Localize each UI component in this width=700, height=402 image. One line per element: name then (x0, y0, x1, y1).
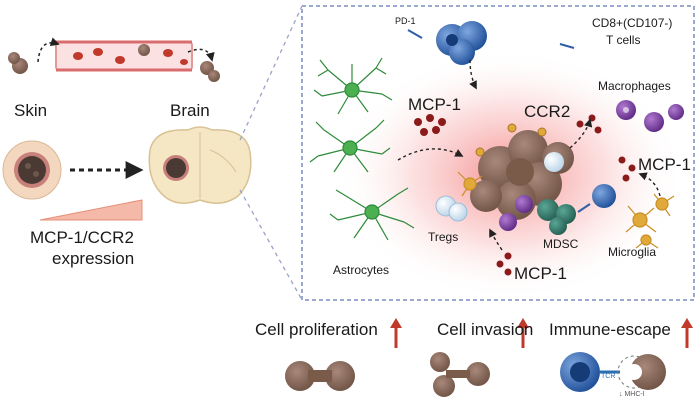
microglia-icon (625, 193, 675, 249)
proliferation-label: Cell proliferation (255, 320, 378, 339)
mdsc-label: MDSC (543, 237, 579, 251)
expression-label-line1: MCP-1/CCR2 (30, 228, 134, 247)
mcp1-label-bottom: MCP-1 (514, 264, 567, 283)
skin-tumor-icon (2, 140, 62, 200)
macrophages-label: Macrophages (598, 79, 671, 93)
treg-cell-icon (435, 195, 468, 222)
brain-section-icon (148, 126, 252, 204)
up-arrow-invasion-icon (517, 318, 529, 348)
invasion-label: Cell invasion (437, 320, 534, 339)
skin-tumor-cells-icon (8, 52, 28, 74)
t-cell-icon-right (577, 184, 616, 213)
mcp1-label-left: MCP-1 (408, 95, 461, 114)
t-cell-recruitment-arrow (469, 59, 477, 90)
astrocyte-icon (309, 57, 415, 241)
zoom-line-top (239, 5, 303, 141)
mcp1-chemokine-dots (414, 114, 636, 276)
mhc-label: ↓ MHC-I (619, 391, 645, 398)
monocyte-icon (544, 152, 564, 172)
expression-label-line2: expression (52, 249, 135, 268)
secretion-arrow (569, 118, 593, 149)
macrophage-icon (616, 100, 684, 132)
cd8-label-line1: CD8+(CD107-) (592, 16, 673, 30)
mdsc-cell-icon (537, 199, 576, 235)
dividing-cell-icon (285, 361, 355, 391)
pd1-label: PD-1 (395, 16, 416, 26)
macrophage-icon-inner (499, 195, 533, 231)
microglia-label: Microglia (608, 245, 657, 259)
microglia-arrow (638, 172, 661, 197)
blood-vessel-icon (55, 40, 193, 72)
brain-label: Brain (170, 101, 210, 120)
tregs-label: Tregs (428, 230, 459, 244)
immune-escape-icon (560, 352, 666, 392)
up-arrow-escape-icon (681, 318, 693, 348)
up-arrow-proliferation-icon (390, 318, 402, 348)
mcp1-label-right: MCP-1 (638, 155, 691, 174)
expression-gradient-wedge (39, 199, 143, 221)
mdsc-recruitment-arrow (489, 228, 503, 251)
tcr-label: TCR (601, 373, 616, 380)
microglia-icon-inner (457, 171, 483, 197)
brain-tumor-cells-icon (200, 61, 220, 82)
ccr2-label: CCR2 (524, 102, 571, 121)
chemotaxis-arrow-astrocyte (397, 148, 464, 161)
immune-escape-label: Immune-escape (549, 320, 671, 339)
ccr2-receptor-icon (475, 123, 547, 157)
cd8-t-cell-icon (407, 21, 575, 65)
zoom-line-bottom (239, 189, 303, 301)
skin-label: Skin (14, 101, 48, 120)
astrocytes-label: Astrocytes (333, 263, 390, 277)
invading-cell-icon (430, 352, 490, 397)
cd8-label-line2: T cells (606, 33, 641, 47)
